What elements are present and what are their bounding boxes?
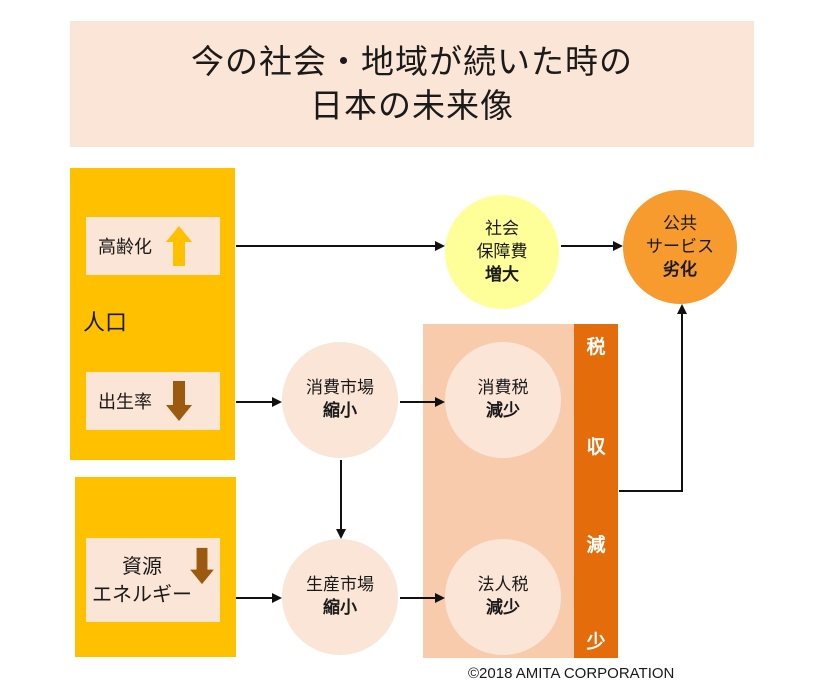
social-security-line1: 社会	[485, 218, 519, 239]
tax-revenue-char: 税	[586, 336, 606, 358]
resources-label-line2: エネルギー	[92, 582, 192, 606]
consumption-tax-line1: 消費税	[477, 378, 529, 398]
production-market-line1: 生産市場	[306, 575, 374, 595]
public-services-line1: 公共	[663, 213, 697, 234]
tax-revenue-char: 少	[586, 631, 606, 653]
arrow-down-icon	[190, 547, 214, 585]
public-services-node: 公共 サービス 劣化	[623, 190, 737, 304]
consumption-tax-line2: 減少	[486, 401, 520, 421]
population-label: 人口	[83, 311, 128, 336]
arrow-up-icon	[166, 226, 192, 266]
tax-revenue-char: 収	[586, 436, 606, 458]
corporate-tax-line1: 法人税	[477, 575, 529, 595]
social-security-node: 社会 保障費 増大	[445, 195, 559, 309]
consumer-market-node: 消費市場 縮小	[282, 342, 398, 458]
corporate-tax-line2: 減少	[486, 598, 520, 618]
birthrate-factor: 出生率	[86, 372, 220, 430]
social-security-line2: 保障費	[476, 241, 528, 262]
production-market-node: 生産市場 縮小	[282, 539, 398, 655]
consumption-tax-node: 消費税 減少	[445, 342, 561, 458]
production-market-line2: 縮小	[323, 598, 357, 618]
title-box: 今の社会・地域が続いた時の 日本の未来像	[70, 21, 754, 147]
copyright-notice: ©2018 AMITA CORPORATION	[468, 665, 675, 682]
arrow-tax-revenue-to-public-services	[619, 304, 687, 492]
public-services-line2: サービス	[646, 236, 714, 257]
public-services-line3: 劣化	[663, 259, 697, 280]
consumer-market-line2: 縮小	[323, 401, 357, 421]
tax-revenue-char: 減	[586, 534, 606, 556]
title-line-2: 日本の未来像	[310, 86, 514, 125]
aging-label: 高齢化	[98, 237, 152, 258]
aging-factor: 高齢化	[86, 217, 220, 275]
social-security-line3: 増大	[485, 264, 519, 285]
birthrate-label: 出生率	[98, 392, 152, 413]
resources-label-line1: 資源	[122, 554, 162, 578]
corporate-tax-node: 法人税 減少	[445, 539, 561, 655]
arrow-down-icon	[166, 381, 192, 421]
tax-revenue-bar: 税 収 減 少	[574, 324, 618, 658]
consumer-market-line1: 消費市場	[306, 378, 374, 398]
title-line-1: 今の社会・地域が続いた時の	[191, 42, 633, 81]
resources-factor: 資源 エネルギー	[86, 538, 220, 622]
